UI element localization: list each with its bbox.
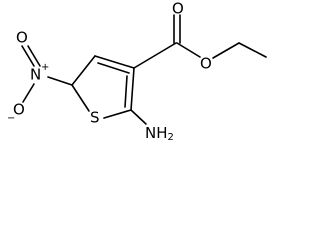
ring-sulfur-label: S	[90, 109, 100, 127]
carbonyl-oxygen-label: O	[172, 0, 184, 18]
bond-s-c2	[103, 109, 132, 119]
bond-c3-c4-double	[97, 62, 130, 74]
ethyl-2-amino-5-nitrothiophene-3-carboxylate-structure: O O N + O O − S NH2	[7, 0, 267, 144]
amino-nh-label: NH	[145, 124, 168, 142]
bond-c2-c3	[130, 67, 135, 111]
bond-c3-carbonyl-carbon	[133, 42, 177, 69]
nitro-bottom-oxygen-charge: −	[7, 113, 15, 124]
bond-ch2-ch3	[238, 42, 267, 58]
bond-c5-s	[71, 84, 90, 112]
bond-nitro-n-o-top	[21, 45, 35, 67]
bond-c2-c3-double	[124, 75, 128, 108]
bond-nitro-n-o-bottom	[22, 83, 35, 103]
nitro-nitrogen-charge: +	[41, 62, 49, 73]
amino-subscript: 2	[168, 132, 174, 143]
amino-group-label: NH2	[145, 124, 174, 144]
bond-c3-c4	[94, 55, 135, 69]
ester-oxygen-label: O	[200, 55, 212, 73]
nitro-nitrogen-label: N	[30, 66, 41, 84]
nitro-top-oxygen-label: O	[16, 29, 28, 47]
bond-c4-c5	[71, 55, 96, 86]
nitro-bottom-oxygen-label: O	[13, 101, 25, 119]
bond-nitro-n-o-top-double	[27, 45, 41, 67]
bond-c2-amino	[130, 109, 147, 125]
bond-c5-nitro-n	[47, 76, 73, 86]
bond-carbonyl-c-ester-o	[176, 42, 201, 58]
bond-ester-o-ch2	[212, 42, 240, 59]
